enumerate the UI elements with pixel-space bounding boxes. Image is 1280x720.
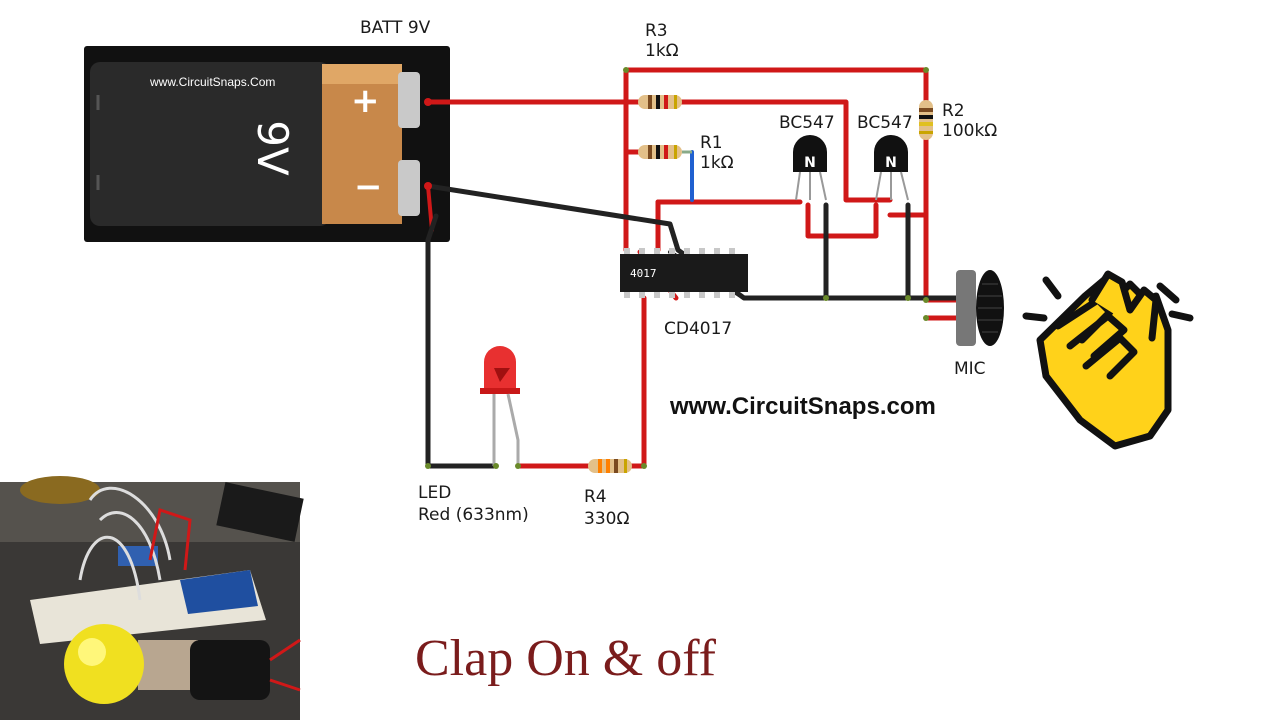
r3-name: R3: [645, 21, 668, 41]
led-red: [480, 346, 520, 466]
clapping-hands-icon: [1022, 270, 1194, 450]
resistor-r3: [638, 95, 682, 109]
transistor-q1: N: [793, 135, 827, 201]
r1-value: 1kΩ: [700, 153, 734, 173]
battery-plus: +: [351, 81, 380, 121]
r3-value: 1kΩ: [645, 41, 679, 61]
q1-mark: N: [804, 155, 816, 171]
r2-value: 100kΩ: [942, 121, 997, 141]
resistor-r1: [638, 145, 692, 159]
r4-value: 330Ω: [584, 509, 629, 529]
q2-name: BC547: [857, 113, 913, 133]
battery-minus: −: [354, 167, 383, 207]
battery-voltage-mark: 9V: [248, 120, 297, 176]
led-desc: Red (633nm): [418, 505, 529, 525]
website-label: www.CircuitSnaps.com: [669, 393, 936, 420]
q1-name: BC547: [779, 113, 835, 133]
battery-label: BATT 9V: [360, 18, 431, 38]
r2-name: R2: [942, 101, 965, 121]
r1-name: R1: [700, 133, 723, 153]
microphone: [956, 270, 1004, 346]
breadboard-photo: [0, 476, 304, 720]
ic-name: CD4017: [664, 319, 732, 339]
q2-mark: N: [885, 155, 897, 171]
resistor-r4: [588, 459, 632, 473]
caption-title: Clap On & off: [415, 630, 717, 687]
led-name: LED: [418, 483, 451, 503]
resistor-r2: [919, 100, 933, 140]
r4-name: R4: [584, 487, 607, 507]
battery-9v: www.CircuitSnaps.Com + − 9V: [84, 46, 450, 242]
wires: [425, 67, 963, 469]
ic-mark: 4017: [630, 267, 657, 280]
battery-brand: www.CircuitSnaps.Com: [149, 75, 275, 89]
junction-dots: [424, 67, 929, 469]
ic-cd4017: 4017: [620, 248, 748, 298]
mic-label: MIC: [954, 359, 986, 379]
transistor-q2: N: [874, 135, 909, 201]
